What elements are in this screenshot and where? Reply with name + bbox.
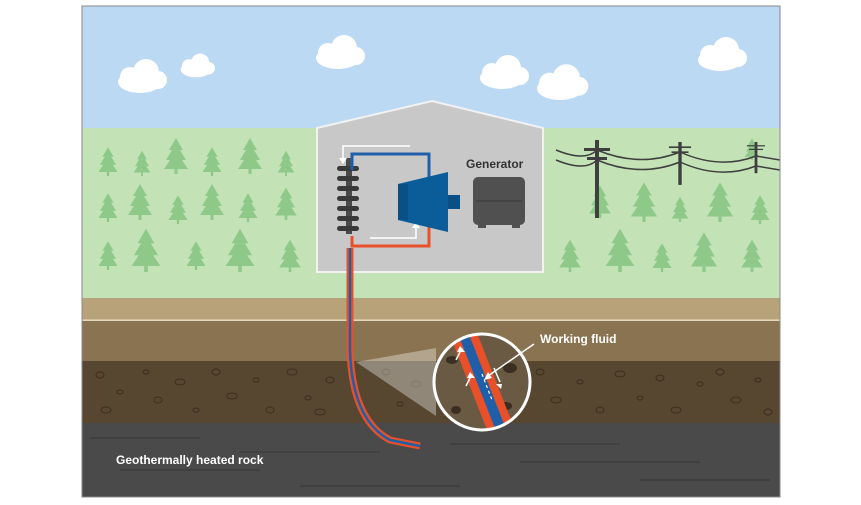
rock-layer <box>82 423 780 497</box>
hot-water-pipe <box>350 218 431 248</box>
rock-texture <box>90 437 770 487</box>
generator-label: Generator <box>466 157 524 171</box>
generator-icon <box>473 177 525 228</box>
zoom-cone <box>356 348 436 416</box>
turbine-icon <box>398 172 460 232</box>
working-fluid-loop <box>350 152 431 178</box>
heated-rock-label: Geothermally heated rock <box>116 453 264 467</box>
power-lines <box>555 140 780 218</box>
flow-arrow-icon <box>339 145 420 239</box>
gravel-pattern <box>95 368 773 416</box>
well-pipe <box>346 248 421 450</box>
magnifier-lens <box>432 332 532 432</box>
working-fluid-label: Working fluid <box>540 332 616 346</box>
soil-layer-top <box>82 298 780 320</box>
soil-layer-middle <box>82 321 780 361</box>
diagram-frame <box>81 5 781 498</box>
soil-layer-gravel <box>82 361 780 423</box>
working-fluid-callout <box>484 343 535 380</box>
